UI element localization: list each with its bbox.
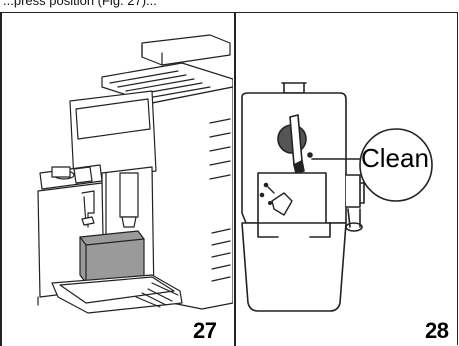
figure-number-28: 28 <box>425 318 448 344</box>
clean-position-label: Clean <box>361 143 429 174</box>
cropped-header-text: ...press position (Fig. 27)... <box>3 0 157 8</box>
figure-27-panel <box>2 13 233 345</box>
coffee-machine-illustration <box>2 13 233 345</box>
milk-container-illustration <box>236 13 457 345</box>
figure-28-panel <box>236 13 457 345</box>
figure-number-27: 27 <box>193 318 216 344</box>
